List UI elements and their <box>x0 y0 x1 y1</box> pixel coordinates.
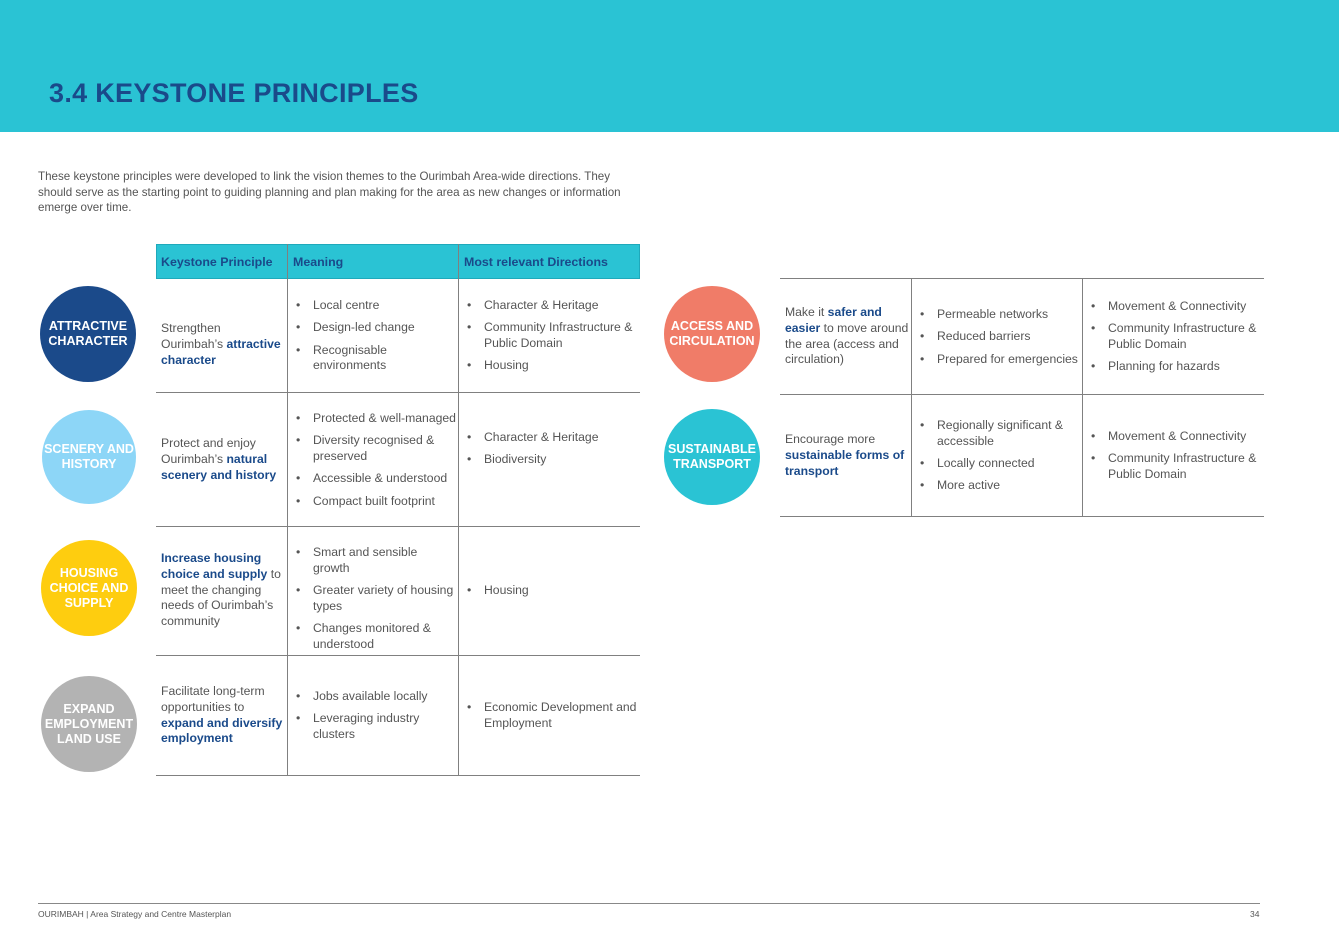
principle-scenery-history: Protect and enjoy Ourimbah’s natural sce… <box>161 436 277 482</box>
list-item: Diversity recognised & preserved <box>292 433 457 465</box>
list-item: Smart and sensible growth <box>292 545 457 577</box>
page-number: 34 <box>1250 909 1260 919</box>
footer-document-title: OURIMBAH | Area Strategy and Centre Mast… <box>38 909 232 919</box>
directions-expand-employment: Economic Development and Employment <box>463 700 639 732</box>
badge-expand-employment: EXPAND EMPLOYMENT LAND USE <box>41 676 137 772</box>
badge-access-circulation: ACCESS AND CIRCULATION <box>664 286 760 382</box>
list-item: Reduced barriers <box>916 329 1081 345</box>
page-title: 3.4 KEYSTONE PRINCIPLES <box>49 78 419 108</box>
badge-attractive-character: ATTRACTIVE CHARACTER <box>40 286 136 382</box>
list-item: Prepared for emergencies <box>916 352 1081 368</box>
directions-scenery-history: Character & Heritage Biodiversity <box>463 430 639 468</box>
directions-access-circulation: Movement & Connectivity Community Infras… <box>1087 299 1263 375</box>
list-item: Leveraging industry clusters <box>292 711 457 743</box>
table-divider <box>458 244 459 776</box>
meaning-attractive-character: Local centre Design-led change Recognisa… <box>292 298 457 374</box>
footer-divider <box>38 903 1260 904</box>
header-directions: Most relevant Directions <box>464 255 608 269</box>
list-item: Housing <box>463 583 639 599</box>
header-banner: 3.4 KEYSTONE PRINCIPLES <box>0 0 1339 132</box>
badge-scenery-history: SCENERY AND HISTORY <box>42 410 136 504</box>
list-item: Community Infrastructure & Public Domain <box>1087 321 1263 353</box>
principle-attractive-character: Strengthen Ourimbah’s attractive charact… <box>161 321 281 367</box>
list-item: Housing <box>463 358 639 374</box>
meaning-expand-employment: Jobs available locally Leveraging indust… <box>292 689 457 743</box>
list-item: Community Infrastructure & Public Domain <box>463 320 639 352</box>
list-item: Regionally significant & accessible <box>916 418 1081 450</box>
principle-sustainable-transport: Encourage more sustainable forms of tran… <box>785 432 905 478</box>
list-item: Design-led change <box>292 320 457 336</box>
row-divider <box>780 516 1264 517</box>
list-item: Character & Heritage <box>463 430 639 446</box>
meaning-scenery-history: Protected & well-managed Diversity recog… <box>292 411 457 509</box>
row-divider <box>156 775 640 776</box>
principle-expand-employment: Facilitate long-term opportunities to ex… <box>161 684 283 746</box>
list-item: Changes monitored & understood <box>292 621 457 653</box>
meaning-housing-choice: Smart and sensible growth Greater variet… <box>292 545 457 653</box>
meaning-sustainable-transport: Regionally significant & accessible Loca… <box>916 418 1081 494</box>
list-item: Locally connected <box>916 456 1081 472</box>
header-keystone-principle: Keystone Principle <box>161 255 273 269</box>
list-item: Economic Development and Employment <box>463 700 639 732</box>
row-divider <box>780 394 1264 395</box>
table-divider <box>1082 278 1083 516</box>
table-divider <box>287 244 288 776</box>
list-item: Biodiversity <box>463 452 639 468</box>
list-item: Local centre <box>292 298 457 314</box>
list-item: Movement & Connectivity <box>1087 429 1263 445</box>
directions-attractive-character: Character & Heritage Community Infrastru… <box>463 298 639 374</box>
list-item: Character & Heritage <box>463 298 639 314</box>
row-divider <box>156 655 640 656</box>
table-header <box>156 244 640 279</box>
directions-sustainable-transport: Movement & Connectivity Community Infras… <box>1087 429 1263 483</box>
principle-housing-choice: Increase housing choice and supply to me… <box>161 551 281 629</box>
list-item: Recognisable environments <box>292 343 457 375</box>
row-divider <box>156 392 640 393</box>
list-item: Accessible & understood <box>292 471 457 487</box>
row-divider <box>156 526 640 527</box>
row-divider <box>780 278 1264 279</box>
list-item: Movement & Connectivity <box>1087 299 1263 315</box>
principle-access-circulation: Make it safer and easier to move around … <box>785 305 909 367</box>
intro-paragraph: These keystone principles were developed… <box>38 170 621 215</box>
badge-sustainable-transport: SUSTAINABLE TRANSPORT <box>664 409 760 505</box>
list-item: Compact built footprint <box>292 494 457 510</box>
header-meaning: Meaning <box>293 255 344 269</box>
list-item: Protected & well-managed <box>292 411 457 427</box>
badge-housing-choice: HOUSING CHOICE AND SUPPLY <box>41 540 137 636</box>
table-divider <box>911 278 912 516</box>
list-item: More active <box>916 478 1081 494</box>
list-item: Permeable networks <box>916 307 1081 323</box>
meaning-access-circulation: Permeable networks Reduced barriers Prep… <box>916 307 1081 367</box>
list-item: Community Infrastructure & Public Domain <box>1087 451 1263 483</box>
list-item: Jobs available locally <box>292 689 457 705</box>
list-item: Greater variety of housing types <box>292 583 457 615</box>
list-item: Planning for hazards <box>1087 359 1263 375</box>
directions-housing-choice: Housing <box>463 583 639 599</box>
